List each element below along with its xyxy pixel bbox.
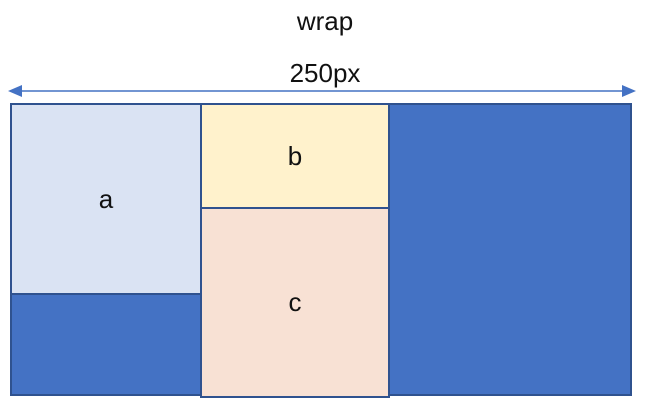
box-c: c — [200, 207, 390, 398]
box-c-label: c — [288, 287, 302, 317]
arrow-head-left — [8, 85, 22, 97]
column-divider-right — [388, 103, 390, 396]
column-divider-left — [200, 103, 202, 396]
box-b-label: b — [287, 140, 303, 171]
double-arrow-icon — [8, 85, 636, 97]
arrow-head-right — [622, 85, 636, 97]
wrap-title: wrap — [296, 6, 354, 36]
width-label: 250px — [289, 58, 361, 88]
box-a: a — [10, 103, 202, 295]
box-a-label: a — [98, 183, 114, 214]
box-b: b — [200, 103, 390, 209]
wrap-container: a b c — [10, 103, 632, 398]
